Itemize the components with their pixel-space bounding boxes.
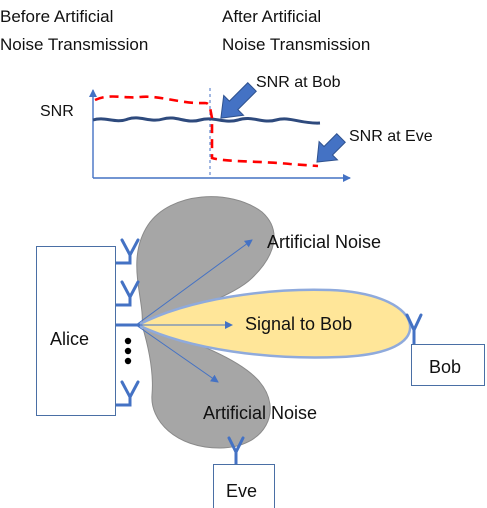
eve-pointer-arrow bbox=[316, 133, 346, 163]
beam-arrow-noise-top bbox=[135, 239, 253, 326]
before-caption-line1: Before Artificial bbox=[0, 7, 114, 26]
noise-bottom-label: Artificial Noise bbox=[203, 403, 318, 423]
beam-arrow-noise-bottom bbox=[135, 324, 219, 383]
bob-box bbox=[411, 344, 485, 386]
snr-axis-label: SNR bbox=[40, 103, 74, 120]
alice-label: Alice bbox=[50, 329, 90, 349]
before-caption-line2: Noise Transmission bbox=[0, 35, 149, 54]
after-caption-line2: Noise Transmission bbox=[222, 35, 371, 54]
alice-antenna-1 bbox=[114, 238, 140, 265]
eve-box bbox=[213, 464, 275, 508]
snr-bob-line bbox=[92, 116, 321, 125]
noise-lobe bbox=[136, 196, 275, 449]
after-caption-line1: After Artificial bbox=[222, 7, 322, 26]
bob-label: Bob bbox=[429, 357, 462, 377]
ellipsis-dot-1 bbox=[124, 337, 132, 345]
bob-antenna bbox=[405, 313, 423, 347]
alice-antenna-2 bbox=[114, 280, 140, 307]
noise-top-label: Artificial Noise bbox=[267, 232, 382, 252]
snr-bob-label: SNR at Bob bbox=[256, 74, 341, 91]
alice-antenna-3 bbox=[114, 380, 140, 407]
snr-eve-label: SNR at Eve bbox=[349, 128, 433, 145]
snr-eve-line bbox=[94, 95, 319, 168]
signal-label: Signal to Bob bbox=[245, 314, 353, 334]
signal-lobe bbox=[135, 288, 412, 359]
eve-label: Eve bbox=[226, 481, 258, 501]
ellipsis-dot-2 bbox=[124, 347, 132, 355]
alice-box bbox=[36, 246, 116, 416]
eve-antenna bbox=[227, 436, 245, 468]
ellipsis-dot-3 bbox=[124, 357, 132, 365]
bob-pointer-arrow bbox=[220, 82, 257, 119]
